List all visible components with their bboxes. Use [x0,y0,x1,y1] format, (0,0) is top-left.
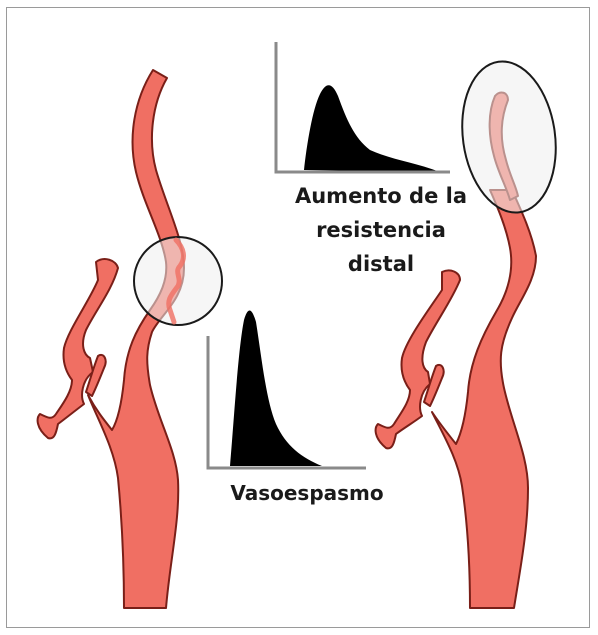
top-waveform-fill [304,85,440,172]
vasospasm-label: Vasoespasmo [222,481,392,505]
distal-resistance-label-line1: Aumento de la [268,184,494,208]
bottom-waveform-icon [208,310,366,468]
bottom-waveform-fill [230,310,322,466]
distal-resistance-label-line2: resistencia [268,218,494,242]
left-artery-icon [38,70,184,608]
vasospasm-magnifier-icon [134,237,222,325]
top-waveform-icon [276,42,450,172]
distal-resistance-label-line3: distal [268,252,494,276]
